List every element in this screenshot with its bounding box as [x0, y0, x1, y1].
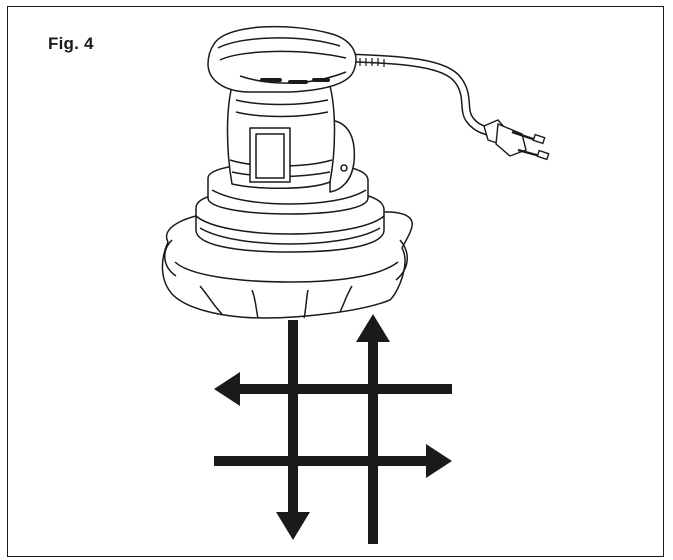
- arrow-right-icon: [214, 444, 452, 478]
- power-cord: [347, 53, 495, 137]
- polisher-body: [161, 25, 413, 319]
- arrow-left-icon: [214, 372, 452, 406]
- arrow-up-icon: [356, 314, 390, 544]
- direction-arrows: [214, 314, 452, 544]
- figure-label: Fig. 4: [48, 34, 94, 53]
- plug-icon: [483, 119, 550, 161]
- arrow-down-icon: [276, 320, 310, 540]
